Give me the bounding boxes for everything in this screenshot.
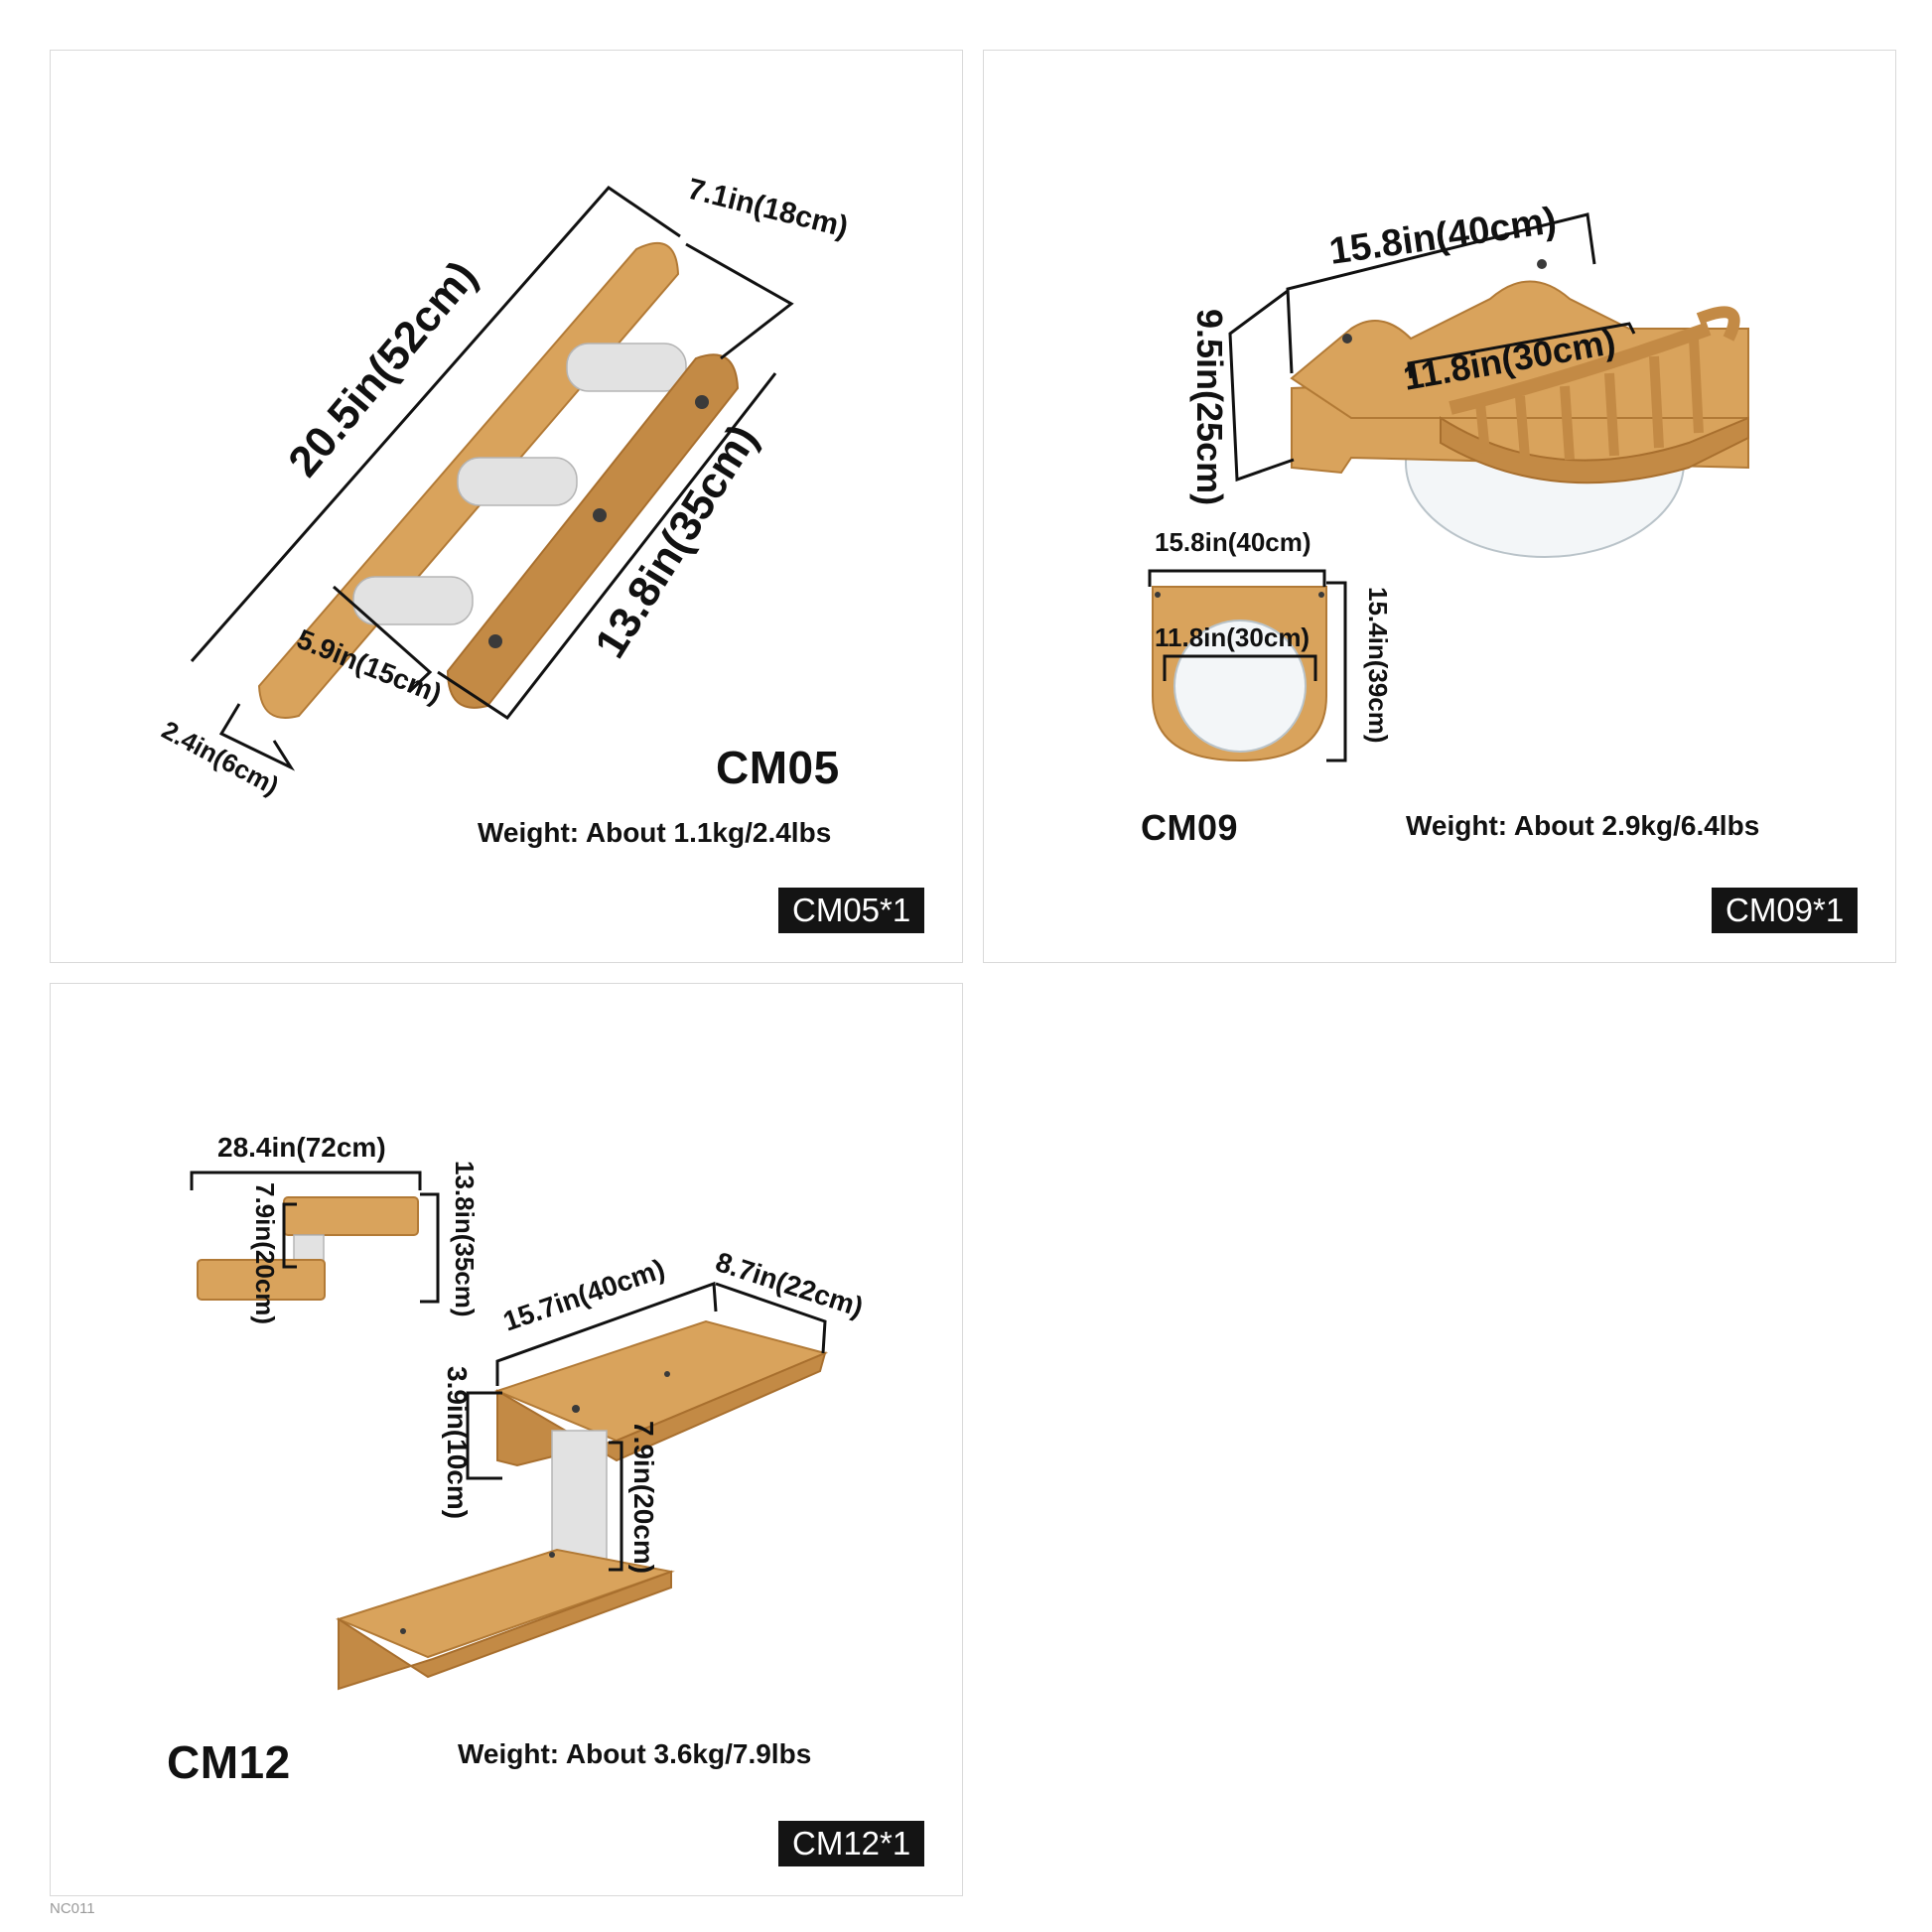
cm12-dim-label: 8.7in(22cm) xyxy=(712,1246,867,1322)
cm09-dim-label: 15.8in(40cm) xyxy=(1326,200,1559,273)
cm09-dim-label: 15.4in(39cm) xyxy=(1363,587,1393,744)
product-panel-cm12: 28.4in(72cm) 7.9in(20cm) 13.8in(35cm) 15… xyxy=(50,983,963,1896)
cm09-dim-label: 9.5in(25cm) xyxy=(1189,309,1230,505)
product-panel-cm09: 15.8in(40cm) 9.5in(25cm) 11.8in(30cm) 15… xyxy=(983,50,1896,963)
cm12-dim-label: 7.9in(20cm) xyxy=(628,1421,659,1574)
cm05-dim-label: 20.5in(52cm) xyxy=(279,252,486,486)
cm05-back-board xyxy=(190,186,794,771)
cm09-dim-label: 15.8in(40cm) xyxy=(1155,527,1311,557)
quantity-badge: CM05*1 xyxy=(778,888,925,933)
weight-label: Weight: About 3.6kg/7.9lbs xyxy=(458,1738,812,1769)
cm12-dim-label: 28.4in(72cm) xyxy=(217,1132,386,1163)
model-name: CM09 xyxy=(1141,807,1239,848)
cm05-illustration: 7.1in(18cm) 20.5in(52cm) 13.8in(35cm) 5.… xyxy=(157,173,851,801)
cm12-illustration: 28.4in(72cm) 7.9in(20cm) 13.8in(35cm) 15… xyxy=(190,1132,867,1691)
cm12-dim-label: 3.9in(10cm) xyxy=(442,1366,473,1519)
footer-code: NC011 xyxy=(50,1900,95,1917)
cm09-bed-3d xyxy=(1290,259,1749,558)
cm09-dim-label: 11.8in(30cm) xyxy=(1155,622,1310,652)
quantity-badge: CM12*1 xyxy=(778,1821,925,1866)
cm09-bed-top-view xyxy=(1152,586,1327,762)
cm12-side-view xyxy=(197,1196,419,1301)
cm05-dim-label: 2.4in(6cm) xyxy=(157,715,284,801)
cm12-dim-label: 7.9in(20cm) xyxy=(250,1182,280,1324)
cm05-dim-label: 7.1in(18cm) xyxy=(684,173,851,244)
quantity-badge: CM09*1 xyxy=(1712,888,1859,933)
product-panel-cm05: 7.1in(18cm) 20.5in(52cm) 13.8in(35cm) 5.… xyxy=(50,50,963,963)
cm12-perspective-view xyxy=(336,1319,829,1691)
weight-label: Weight: About 1.1kg/2.4lbs xyxy=(478,817,832,848)
weight-label: Weight: About 2.9kg/6.4lbs xyxy=(1406,810,1760,841)
cm12-dim-label: 15.7in(40cm) xyxy=(499,1253,668,1337)
cm12-dim-label: 13.8in(35cm) xyxy=(450,1161,480,1317)
model-name: CM05 xyxy=(716,742,840,793)
model-name: CM12 xyxy=(167,1736,291,1788)
cm09-illustration: 15.8in(40cm) 9.5in(25cm) 11.8in(30cm) 15… xyxy=(1148,200,1749,762)
